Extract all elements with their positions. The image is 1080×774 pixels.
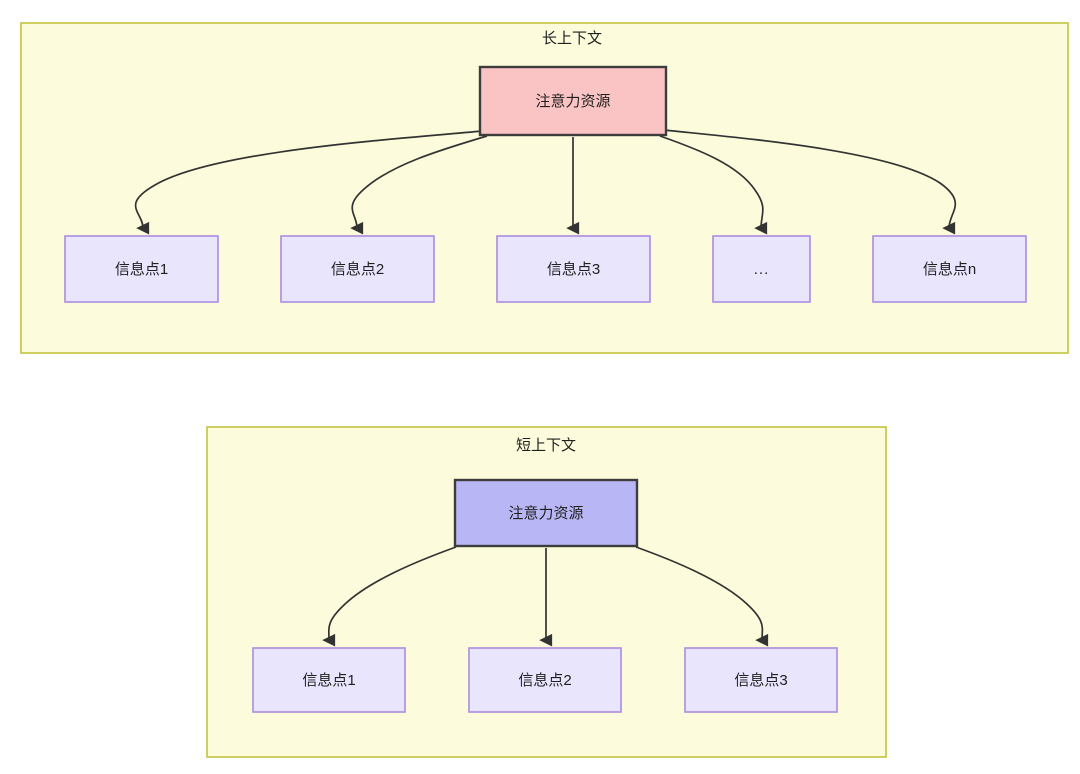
node-label-info-point-1-long: 信息点1	[115, 261, 168, 278]
node-info-point-ellipsis-long[interactable]: ...	[712, 235, 811, 303]
node-label-info-point-3-short: 信息点3	[734, 672, 787, 689]
node-rect-info-point-n-long[interactable]	[872, 235, 1027, 303]
node-label-info-point-ellipsis-long: ...	[754, 261, 770, 278]
node-rect-info-point-2-long[interactable]	[280, 235, 435, 303]
edge-group-short-context	[322, 546, 769, 647]
node-rect-info-point-1-long[interactable]	[64, 235, 219, 303]
node-rect-attention-resource-short[interactable]	[453, 478, 639, 548]
edge-attention-to-info3-short	[635, 546, 769, 647]
node-info-point-1-long[interactable]: 信息点1	[64, 235, 219, 303]
edge-attention-to-info1	[134, 130, 483, 235]
node-info-point-2-long[interactable]: 信息点2	[280, 235, 435, 303]
node-rect-info-point-1-short[interactable]	[252, 647, 406, 713]
group-long-context: 长上下文 注意力资源 信息点1 信息点2	[20, 22, 1069, 354]
node-label-info-point-1-short: 信息点1	[302, 672, 355, 689]
node-label-info-point-3-long: 信息点3	[547, 261, 600, 278]
node-rect-info-point-3-long[interactable]	[496, 235, 651, 303]
node-label-info-point-2-short: 信息点2	[518, 672, 571, 689]
edge-attention-to-infon	[663, 129, 957, 235]
edge-attention-to-info1-short	[322, 546, 457, 647]
node-info-point-n-long[interactable]: 信息点n	[872, 235, 1027, 303]
node-rect-attention-resource-long[interactable]	[478, 65, 668, 137]
node-label-info-point-2-long: 信息点2	[331, 261, 384, 278]
node-label-attention-resource-long: 注意力资源	[535, 92, 610, 110]
edge-group-long-context	[134, 129, 957, 235]
node-info-point-3-long[interactable]: 信息点3	[496, 235, 651, 303]
node-rect-info-point-2-short[interactable]	[468, 647, 622, 713]
node-info-point-3-short[interactable]: 信息点3	[684, 647, 838, 713]
node-info-point-1-short[interactable]: 信息点1	[252, 647, 406, 713]
node-label-attention-resource-short: 注意力资源	[508, 504, 583, 522]
node-attention-resource-long[interactable]: 注意力资源	[478, 65, 668, 137]
group-title-short-context: 短上下文	[516, 437, 576, 454]
group-title-long-context: 长上下文	[542, 30, 602, 47]
node-label-info-point-n-long: 信息点n	[923, 261, 976, 278]
node-attention-resource-short[interactable]: 注意力资源	[453, 478, 639, 548]
node-rect-info-point-ellipsis-long[interactable]	[712, 235, 811, 303]
group-short-context: 短上下文 注意力资源 信息点1 信息点2	[206, 426, 887, 758]
node-info-point-2-short[interactable]: 信息点2	[468, 647, 622, 713]
node-rect-info-point-3-short[interactable]	[684, 647, 838, 713]
edge-attention-to-ellipsis	[659, 135, 768, 235]
edge-attention-to-info2	[350, 135, 488, 235]
